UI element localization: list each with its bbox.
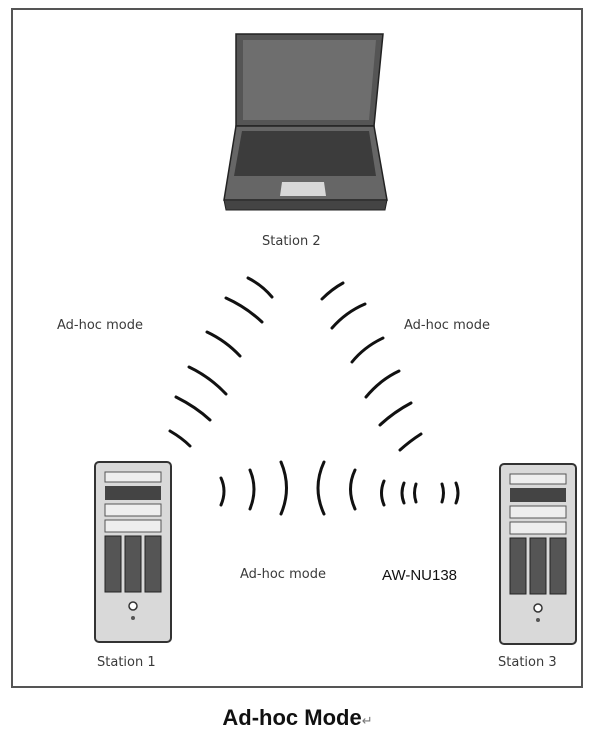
station-3-label: Station 3: [498, 655, 557, 670]
link-label-left: Ad-hoc mode: [57, 318, 143, 333]
return-mark-icon: ↵: [362, 713, 373, 728]
station-2-label: Station 2: [262, 234, 321, 249]
link-label-right: Ad-hoc mode: [404, 318, 490, 333]
wireless-signal-bottom: [221, 462, 458, 514]
wireless-signal-right: [322, 283, 421, 450]
laptop-icon: [224, 34, 387, 210]
desktop-tower-icon: [500, 464, 576, 644]
figure-caption: Ad-hoc Mode↵: [0, 705, 595, 731]
wireless-signal-left: [170, 278, 272, 446]
desktop-tower-icon: [95, 462, 171, 642]
link-label-bottom: Ad-hoc mode: [240, 567, 326, 582]
caption-text: Ad-hoc Mode: [222, 705, 361, 730]
device-model-label: AW-NU138: [382, 567, 457, 584]
station-1-label: Station 1: [97, 655, 156, 670]
